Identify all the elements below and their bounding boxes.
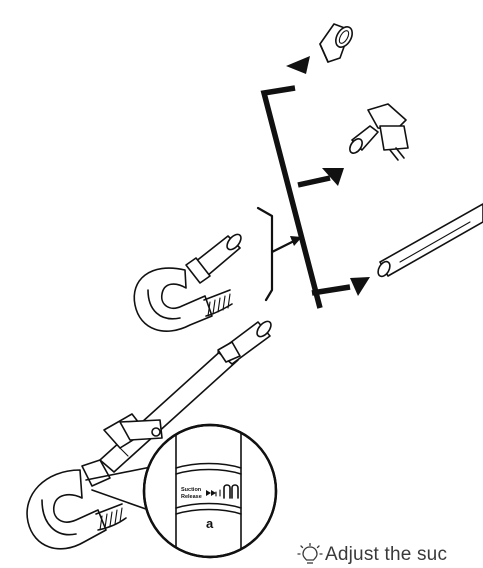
crevice-tool bbox=[319, 23, 353, 63]
tip-row: Adjust the suc bbox=[297, 543, 447, 567]
slider-label-release: Release bbox=[181, 494, 202, 500]
extension-wand bbox=[377, 203, 483, 278]
handle-upper bbox=[133, 233, 242, 332]
slider-label-suction: Suction bbox=[181, 487, 202, 493]
tip-text: Adjust the suc bbox=[325, 544, 448, 565]
handle-bracket-arrowhead bbox=[290, 236, 302, 246]
wand-assembly bbox=[99, 320, 272, 473]
callout-letter-a: a bbox=[206, 516, 214, 531]
handle-bracket-arrow-line bbox=[270, 238, 298, 254]
handle-lower bbox=[26, 459, 127, 550]
lightbulb-icon bbox=[297, 543, 323, 564]
accessory-bracket bbox=[260, 85, 351, 309]
magnified-callout bbox=[142, 423, 278, 559]
brush-tool bbox=[349, 103, 409, 161]
arrow-to-crevice-tool bbox=[286, 56, 310, 74]
arrow-to-extension-wand bbox=[350, 277, 370, 296]
arrow-to-brush-tool bbox=[322, 168, 344, 186]
handle-bracket bbox=[256, 206, 274, 302]
